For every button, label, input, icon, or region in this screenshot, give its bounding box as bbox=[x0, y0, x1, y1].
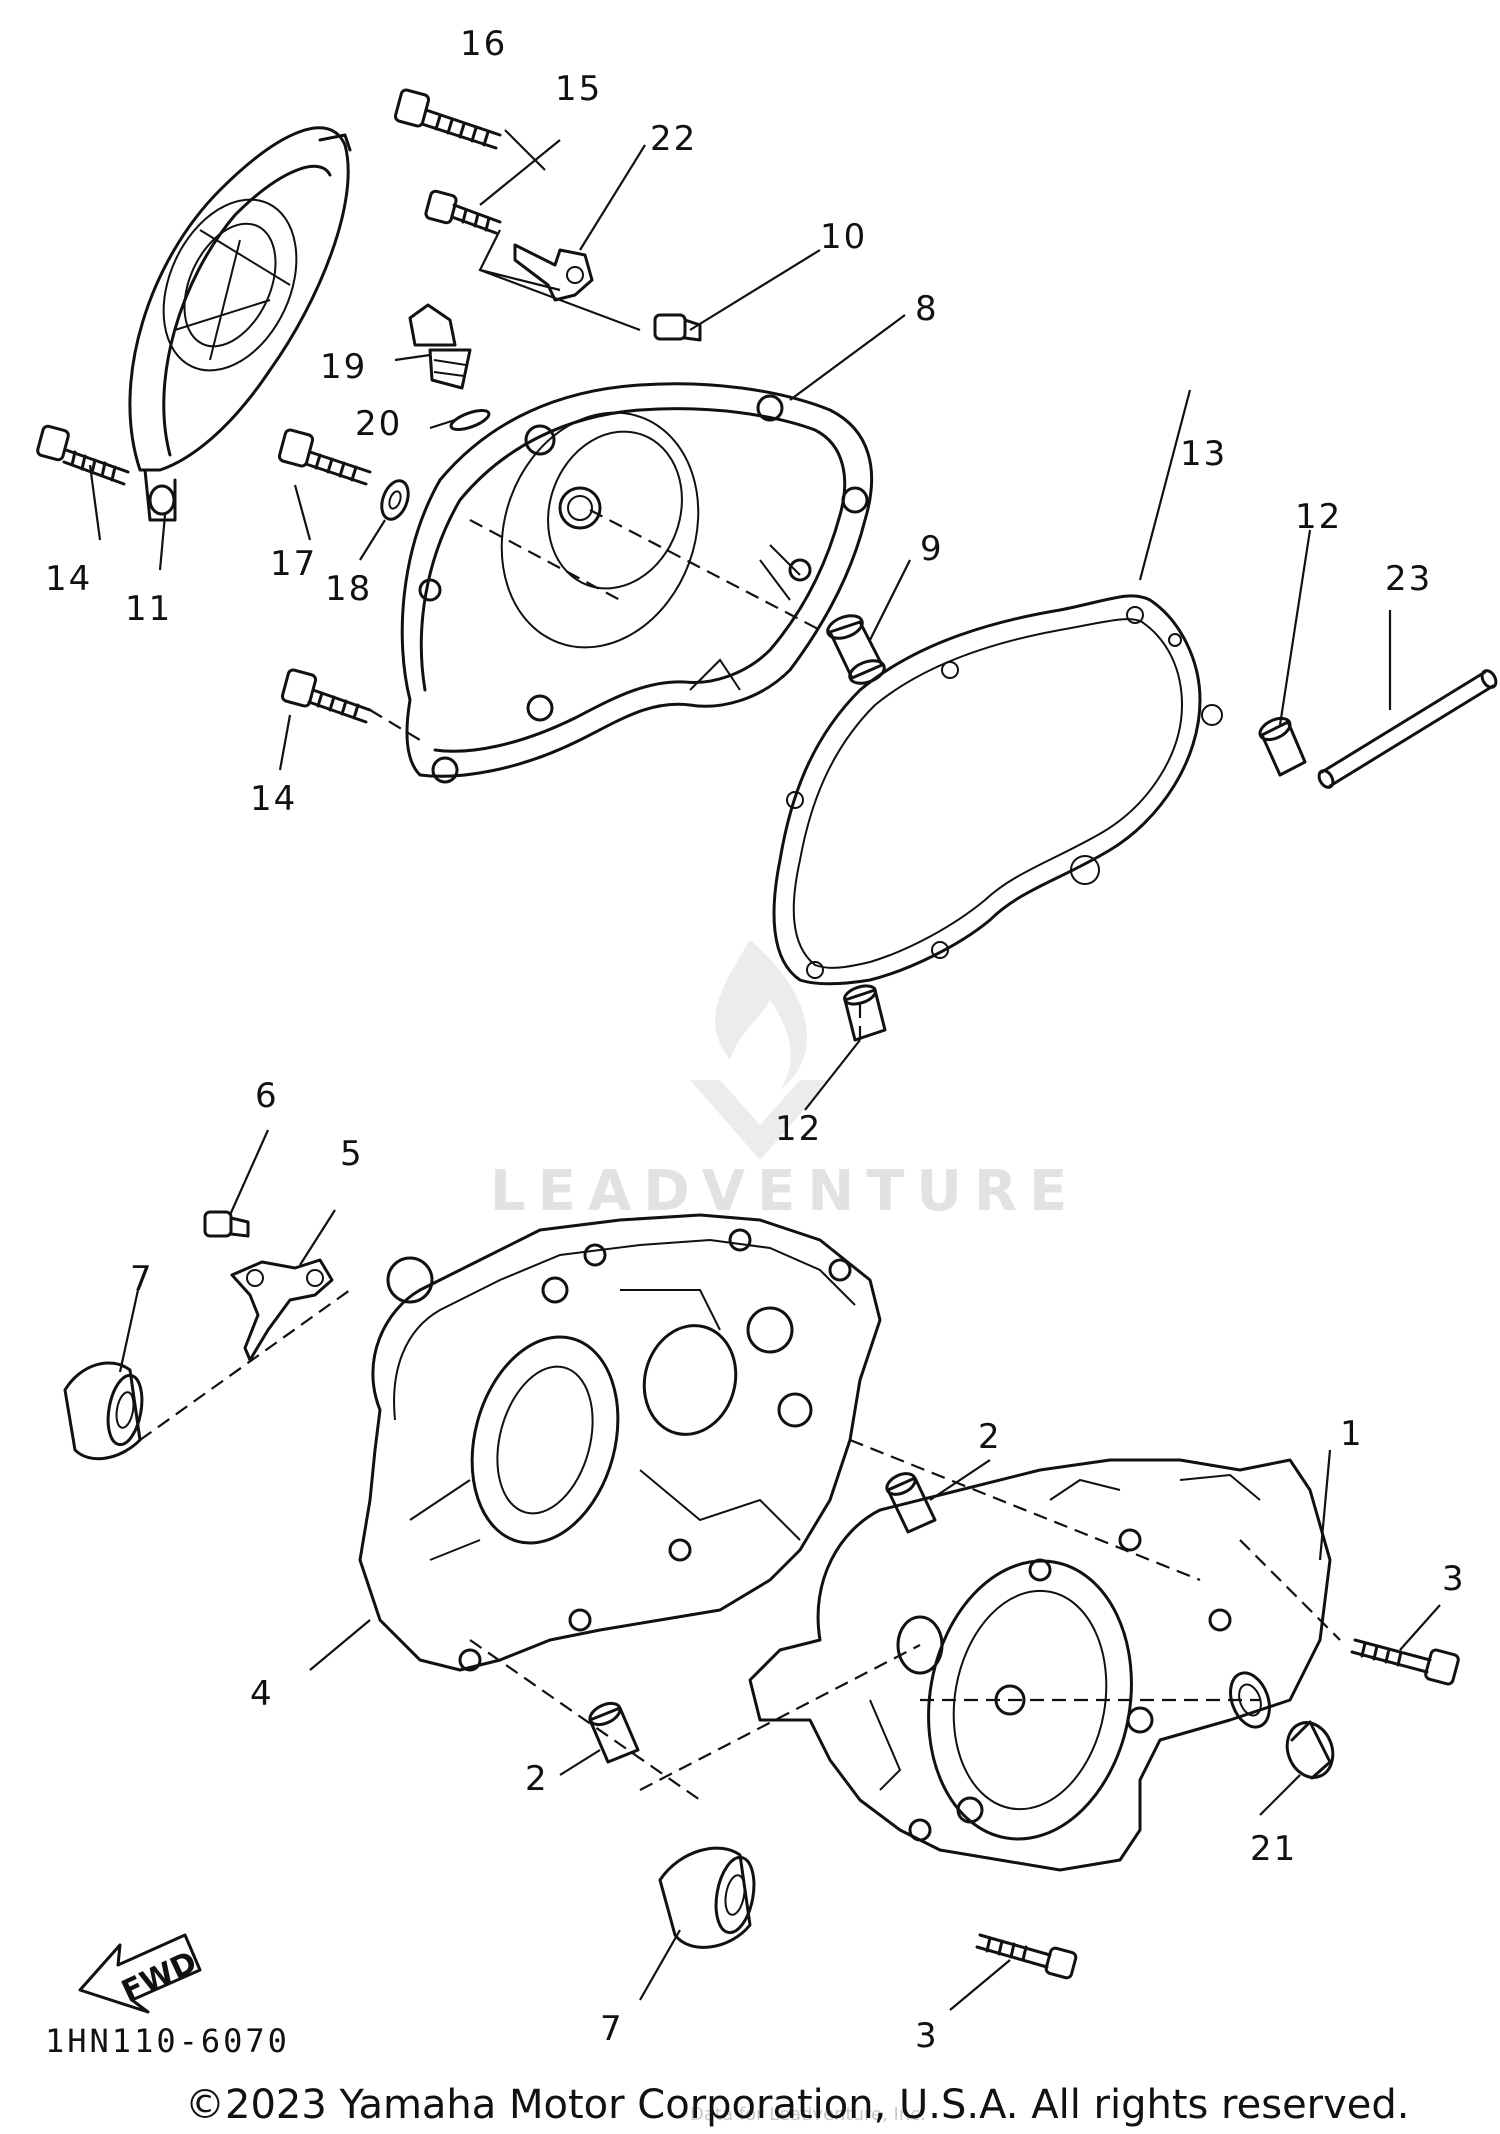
callout-18: 18 bbox=[325, 569, 372, 609]
leader-lines bbox=[88, 129, 1441, 2011]
part-3-bolt-upper bbox=[1350, 1638, 1460, 1686]
part-2-dowel-lower bbox=[588, 1701, 640, 1764]
copyright-notice: ©2023 Yamaha Motor Corporation, U.S.A. A… bbox=[185, 2082, 1410, 2128]
callout-21: 21 bbox=[1250, 1829, 1297, 1869]
part-23-pin bbox=[1317, 669, 1498, 789]
callout-7: 7 bbox=[130, 1259, 154, 1299]
callout-15: 15 bbox=[555, 69, 602, 109]
callout-3: 3 bbox=[1442, 1559, 1466, 1599]
alignment-lines bbox=[139, 229, 1341, 1801]
watermark-v-logo-icon bbox=[690, 1080, 830, 1160]
diagram-code: 1HN110-6070 bbox=[45, 2022, 290, 2060]
callout-1: 1 bbox=[1340, 1414, 1364, 1454]
watermark-small-text: Data for Leadventure, Inc. bbox=[690, 2104, 926, 2125]
part-17-bolt bbox=[277, 428, 372, 486]
fwd-label: FWD bbox=[116, 1945, 202, 2010]
part-6-bolt bbox=[203, 1210, 250, 1238]
part-15-bolt bbox=[424, 189, 502, 235]
callout-6: 6 bbox=[255, 1076, 279, 1116]
part-1-right-crankcase bbox=[748, 1458, 1332, 1872]
callout-4: 4 bbox=[250, 1674, 274, 1714]
part-19-plug bbox=[408, 303, 472, 390]
part-20-o-ring bbox=[449, 409, 491, 431]
callout-2: 2 bbox=[978, 1417, 1002, 1457]
callout-14: 14 bbox=[45, 559, 92, 599]
part-14-bolt-left bbox=[36, 424, 130, 486]
part-2-dowel-upper bbox=[885, 1472, 937, 1534]
callout-3: 3 bbox=[915, 2016, 939, 2056]
part-7-bearing-left bbox=[63, 1361, 144, 1461]
fwd-arrow: FWD bbox=[78, 1933, 202, 2014]
watermark-brand: LEADVENTURE bbox=[490, 1159, 1079, 1224]
watermark-flame-icon bbox=[715, 940, 808, 1090]
part-4-left-crankcase bbox=[358, 1213, 882, 1672]
callout-12: 12 bbox=[775, 1109, 822, 1149]
part-18-washer bbox=[380, 479, 410, 521]
callout-9: 9 bbox=[920, 529, 944, 569]
callout-7: 7 bbox=[600, 2009, 624, 2049]
part-7-bearing-lower bbox=[658, 1846, 756, 1949]
part-16-bolt bbox=[393, 88, 502, 150]
part-12-dowel-upper bbox=[1258, 716, 1307, 777]
callout-16: 16 bbox=[460, 24, 507, 64]
callout-5: 5 bbox=[340, 1134, 364, 1174]
callout-22: 22 bbox=[650, 119, 697, 159]
part-11-shroud bbox=[128, 126, 352, 522]
callout-12: 12 bbox=[1295, 497, 1342, 537]
part-10-bolt bbox=[653, 313, 702, 342]
callout-14: 14 bbox=[250, 779, 297, 819]
part-22-bracket bbox=[513, 243, 594, 302]
callout-11: 11 bbox=[125, 589, 172, 629]
callout-20: 20 bbox=[355, 404, 402, 444]
callout-17: 17 bbox=[270, 544, 317, 584]
callout-13: 13 bbox=[1180, 434, 1227, 474]
watermark: LEADVENTURE Data for Leadventure, Inc. bbox=[490, 940, 1079, 2125]
callout-2: 2 bbox=[525, 1759, 549, 1799]
callout-19: 19 bbox=[320, 347, 367, 387]
callout-labels: 1 2 2 3 3 4 5 6 7 7 8 9 10 11 12 12 13 1… bbox=[45, 24, 1466, 2056]
callout-8: 8 bbox=[915, 289, 939, 329]
part-3-bolt-lower bbox=[975, 1933, 1078, 1980]
part-8-crankcase-cover bbox=[400, 382, 873, 784]
part-12-dowel-lower bbox=[843, 984, 887, 1042]
part-13-gasket bbox=[772, 594, 1223, 986]
part-14-bolt-right bbox=[280, 668, 372, 724]
callout-23: 23 bbox=[1385, 559, 1432, 599]
fwd-arrow-icon bbox=[78, 1933, 202, 2014]
part-21-seal bbox=[1229, 1671, 1335, 1780]
callout-10: 10 bbox=[820, 217, 867, 257]
part-5-fork bbox=[230, 1258, 334, 1362]
